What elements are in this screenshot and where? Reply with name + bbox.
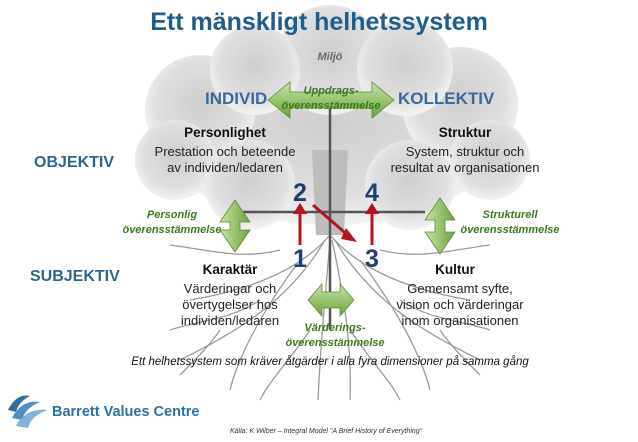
tree-roots [169, 234, 491, 401]
quadrant-4-title: Struktur [438, 125, 492, 140]
source-citation: Källa: K Wilber – Integral Model "A Brie… [230, 428, 423, 435]
footer-caption: Ett helhetssystem som kräver åtgärder i … [131, 356, 529, 368]
red-flow-arrows [293, 203, 379, 245]
quadrant-1-number: 1 [293, 245, 307, 273]
mission-alignment-arrow [267, 81, 395, 119]
quadrant-3-number: 3 [365, 245, 379, 273]
column-header-collective: KOLLEKTIV [398, 89, 495, 108]
personal-alignment-arrow [219, 199, 251, 253]
barrett-logo-text: Barrett Values Centre [52, 404, 200, 420]
mission-alignment-label: Uppdrags-överensstämmelse [281, 85, 381, 112]
barrett-logo-mark [8, 395, 48, 428]
quadrant-2-number: 2 [293, 179, 307, 207]
structural-alignment-arrow [424, 197, 456, 255]
values-alignment-label: Värderings-överensstämmelse [285, 322, 385, 349]
environment-label: Miljö [317, 51, 343, 63]
row-header-subjective: SUBJEKTIV [30, 268, 120, 285]
quadrant-2-title: Personlighet [184, 125, 266, 140]
quadrant-1-title: Karaktär [202, 262, 258, 277]
column-header-individual: INDIVID [205, 89, 268, 108]
quadrant-3-title: Kultur [435, 262, 475, 277]
values-alignment-arrow [307, 282, 355, 318]
quadrant-4-number: 4 [365, 179, 379, 207]
tree-canopy [135, 5, 530, 230]
row-header-objective: OBJEKTIV [34, 154, 115, 171]
page-title: Ett mänskligt helhetssystem [150, 8, 488, 36]
